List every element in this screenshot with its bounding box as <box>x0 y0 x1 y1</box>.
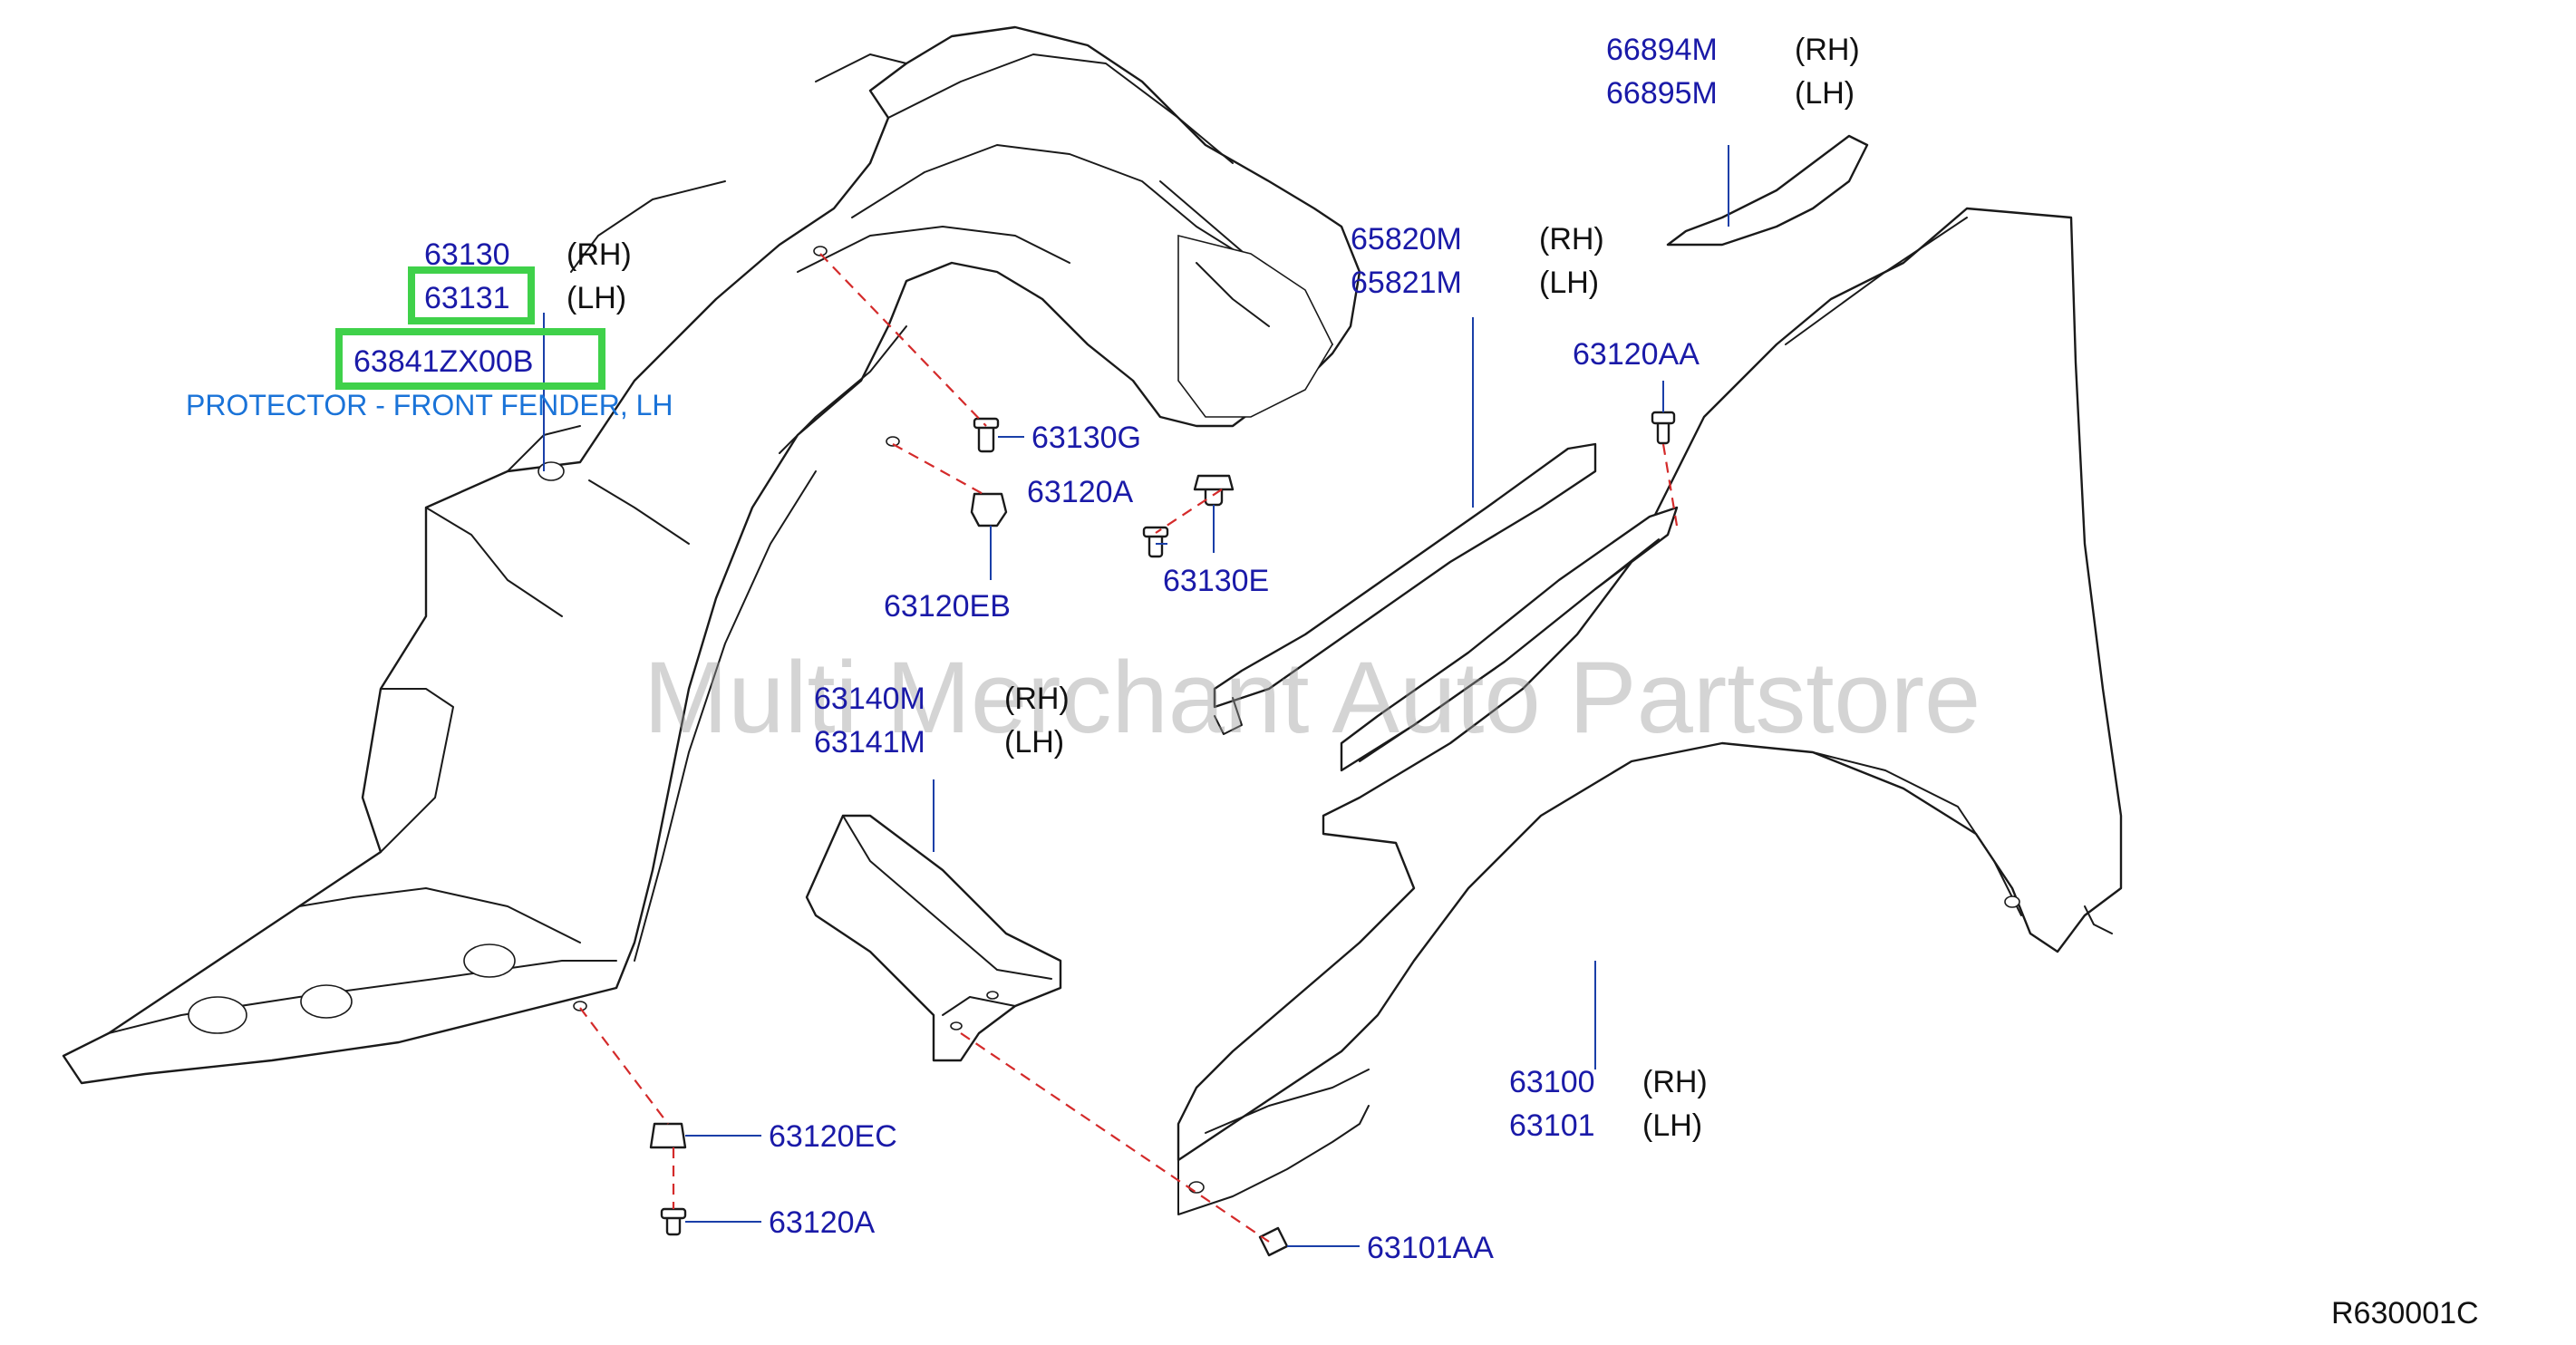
callout-63130E[interactable]: 63130E <box>1163 564 1269 598</box>
part-number-label[interactable]: 63131 <box>424 281 510 315</box>
callout-63841ZX00B[interactable]: 63841ZX00B PROTECTOR - FRONT FENDER, LH <box>186 344 673 421</box>
assembly-lines <box>579 253 1679 1243</box>
seal-strip-drawing <box>1340 506 1679 772</box>
side-label: (RH) <box>1004 682 1070 716</box>
callout-63100[interactable]: 63100 (RH) <box>1509 1065 1708 1099</box>
callout-63101AA[interactable]: 63101AA <box>1367 1231 1494 1265</box>
side-label: (RH) <box>1642 1065 1708 1099</box>
highlight-box-63131 <box>408 266 535 324</box>
top-seal-drawing <box>1666 134 1869 247</box>
callout-66895M[interactable]: 66895M (LH) <box>1606 76 1855 111</box>
side-label: (LH) <box>1642 1108 1702 1143</box>
fender-bracket-drawing <box>1213 442 1597 735</box>
part-description-label: PROTECTOR - FRONT FENDER, LH <box>186 389 673 421</box>
part-number-label[interactable]: 66895M <box>1606 76 1718 111</box>
callout-63120A-bottom[interactable]: 63120A <box>769 1205 876 1240</box>
side-label: (LH) <box>1004 725 1064 760</box>
callout-63101[interactable]: 63101 (LH) <box>1509 1108 1702 1143</box>
side-label: (RH) <box>1539 222 1604 256</box>
fender-protector-drawing <box>62 25 1361 1085</box>
callout-63120AA[interactable]: 63120AA <box>1573 337 1700 372</box>
part-number-label[interactable]: 63130 <box>424 237 510 272</box>
side-label: (RH) <box>567 237 632 272</box>
callout-63120A-top[interactable]: 63120A <box>1027 475 1134 509</box>
callout-65821M[interactable]: 65821M (LH) <box>1351 266 1599 300</box>
callout-63120EB[interactable]: 63120EB <box>884 589 1011 624</box>
callout-63141M[interactable]: 63141M (LH) <box>814 725 1064 760</box>
callout-63130[interactable]: 63130 (RH) <box>424 237 632 272</box>
reference-code: R630001C <box>2331 1296 2479 1330</box>
part-number-label[interactable]: 63100 <box>1509 1065 1595 1099</box>
part-number-label[interactable]: 63140M <box>814 682 925 716</box>
side-guard-drawing <box>805 814 1062 1062</box>
callout-63140M[interactable]: 63140M (RH) <box>814 682 1070 716</box>
callout-63120EC[interactable]: 63120EC <box>769 1119 897 1154</box>
callout-66894M[interactable]: 66894M (RH) <box>1606 33 1860 67</box>
side-label: (RH) <box>1795 33 1860 67</box>
part-number-label[interactable]: 65821M <box>1351 266 1462 300</box>
watermark-text: Multi Merchant Auto Partstore <box>644 641 1980 754</box>
part-number-label[interactable]: 66894M <box>1606 33 1718 67</box>
callout-63131[interactable]: 63131 (LH) <box>424 281 626 315</box>
side-label: (LH) <box>567 281 626 315</box>
front-fender-drawing <box>1177 207 2123 1215</box>
callout-63130G[interactable]: 63130G <box>1031 421 1141 455</box>
highlight-box-63841ZX00B <box>335 328 605 390</box>
callout-65820M[interactable]: 65820M (RH) <box>1351 222 1604 256</box>
part-number-label[interactable]: 63101 <box>1509 1108 1595 1143</box>
part-number-label[interactable]: 63841ZX00B <box>353 344 534 379</box>
side-label: (LH) <box>1539 266 1599 300</box>
part-number-label[interactable]: 63141M <box>814 725 925 760</box>
fasteners-drawing <box>649 411 1676 1257</box>
side-label: (LH) <box>1795 76 1855 111</box>
part-number-label[interactable]: 65820M <box>1351 222 1462 256</box>
leader-lines <box>543 145 1729 1247</box>
